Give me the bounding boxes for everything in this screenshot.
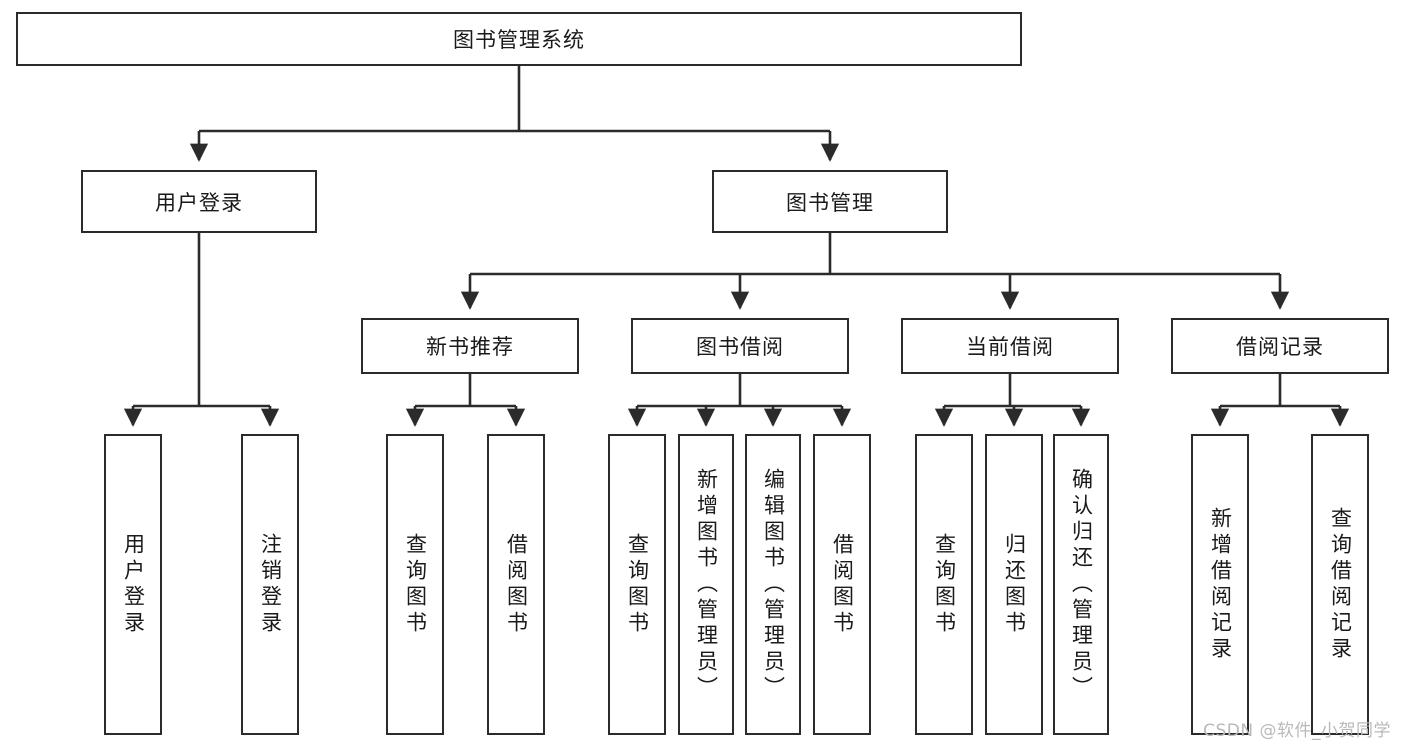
node-leaf-user-login[interactable]: 用户登录 <box>104 434 162 735</box>
node-book-manage[interactable]: 图书管理 <box>712 170 948 233</box>
node-leaf-borrow-book-1[interactable]: 借阅图书 <box>487 434 545 735</box>
node-leaf-confirm-return-label: 确认归还（管理员） <box>1069 467 1094 702</box>
node-root-label: 图书管理系统 <box>453 28 585 52</box>
node-leaf-add-book-label: 新增图书（管理员） <box>694 467 719 702</box>
node-leaf-user-logout[interactable]: 注销登录 <box>241 434 299 735</box>
node-leaf-query-record[interactable]: 查询借阅记录 <box>1311 434 1369 735</box>
node-user-login-label: 用户登录 <box>155 190 243 215</box>
node-leaf-add-record-label: 新增借阅记录 <box>1208 506 1233 663</box>
node-new-book-rec-label: 新书推荐 <box>426 335 514 359</box>
node-book-borrow-label: 图书借阅 <box>696 335 784 359</box>
node-leaf-query-book-1-label: 查询图书 <box>403 532 428 637</box>
node-leaf-edit-book-label: 编辑图书（管理员） <box>761 467 786 702</box>
node-current-borrow-label: 当前借阅 <box>966 335 1054 359</box>
node-leaf-confirm-return[interactable]: 确认归还（管理员） <box>1053 434 1109 735</box>
node-root[interactable]: 图书管理系统 <box>16 12 1022 66</box>
node-leaf-edit-book[interactable]: 编辑图书（管理员） <box>745 434 801 735</box>
node-new-book-rec[interactable]: 新书推荐 <box>361 318 579 374</box>
csdn-watermark: CSDN @软件_小贺同学 <box>1203 721 1391 741</box>
node-leaf-query-book-3[interactable]: 查询图书 <box>915 434 973 735</box>
node-leaf-borrow-book-2[interactable]: 借阅图书 <box>813 434 871 735</box>
node-book-manage-label: 图书管理 <box>786 190 874 215</box>
node-leaf-borrow-book-2-label: 借阅图书 <box>830 532 855 637</box>
node-leaf-add-book[interactable]: 新增图书（管理员） <box>678 434 734 735</box>
node-user-login[interactable]: 用户登录 <box>81 170 317 233</box>
node-leaf-user-logout-label: 注销登录 <box>258 532 283 637</box>
node-leaf-user-login-label: 用户登录 <box>121 532 146 637</box>
node-leaf-query-book-2[interactable]: 查询图书 <box>608 434 666 735</box>
node-leaf-borrow-book-1-label: 借阅图书 <box>504 532 529 637</box>
node-borrow-record-label: 借阅记录 <box>1236 335 1324 359</box>
node-leaf-query-book-2-label: 查询图书 <box>625 532 650 637</box>
node-leaf-add-record[interactable]: 新增借阅记录 <box>1191 434 1249 735</box>
node-leaf-query-record-label: 查询借阅记录 <box>1328 506 1353 663</box>
node-book-borrow[interactable]: 图书借阅 <box>631 318 849 374</box>
node-borrow-record[interactable]: 借阅记录 <box>1171 318 1389 374</box>
node-leaf-return-book-label: 归还图书 <box>1002 532 1027 637</box>
node-leaf-query-book-3-label: 查询图书 <box>932 532 957 637</box>
node-current-borrow[interactable]: 当前借阅 <box>901 318 1119 374</box>
node-leaf-query-book-1[interactable]: 查询图书 <box>386 434 444 735</box>
node-leaf-return-book[interactable]: 归还图书 <box>985 434 1043 735</box>
